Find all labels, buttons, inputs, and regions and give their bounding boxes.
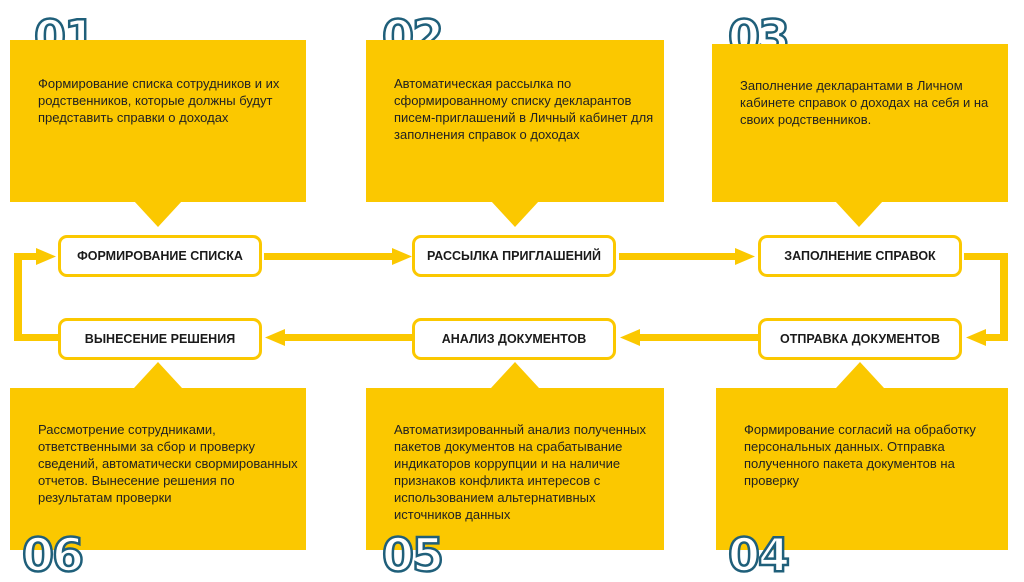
step-description: Формирование согласий на обработку персо…	[744, 422, 976, 488]
step-label: АНАЛИЗ ДОКУМЕНТОВ	[412, 318, 616, 360]
step-number: 05	[381, 528, 446, 582]
step-label: ОТПРАВКА ДОКУМЕНТОВ	[758, 318, 962, 360]
card-pointer	[835, 201, 883, 227]
step-number: 06	[21, 528, 86, 582]
step-card: Формирование согласий на обработку персо…	[716, 388, 1008, 550]
step-label: РАССЫЛКА ПРИГЛАШЕНИЙ	[412, 235, 616, 277]
step-label: ЗАПОЛНЕНИЕ СПРАВОК	[758, 235, 962, 277]
step-card: Рассмотрение сотрудниками, ответственным…	[10, 388, 306, 550]
step-label: ВЫНЕСЕНИЕ РЕШЕНИЯ	[58, 318, 262, 360]
step-card: Автоматическая рассылка по сформированно…	[366, 40, 664, 202]
step-description: Формирование списка сотрудников и их род…	[38, 76, 280, 125]
step-card: Автоматизированный анализ полученных пак…	[366, 388, 664, 550]
step-description: Рассмотрение сотрудниками, ответственным…	[38, 422, 298, 505]
card-pointer	[836, 362, 884, 388]
step-card: Формирование списка сотрудников и их род…	[10, 40, 306, 202]
card-pointer	[134, 201, 182, 227]
card-pointer	[134, 362, 182, 388]
step-description: Заполнение декларантами в Личном кабинет…	[740, 78, 989, 127]
step-card: Заполнение декларантами в Личном кабинет…	[712, 44, 1008, 202]
card-pointer	[491, 201, 539, 227]
card-pointer	[491, 362, 539, 388]
step-label: ФОРМИРОВАНИЕ СПИСКА	[58, 235, 262, 277]
step-description: Автоматизированный анализ полученных пак…	[394, 422, 647, 522]
step-number: 04	[727, 528, 792, 582]
step-description: Автоматическая рассылка по сформированно…	[394, 76, 654, 142]
